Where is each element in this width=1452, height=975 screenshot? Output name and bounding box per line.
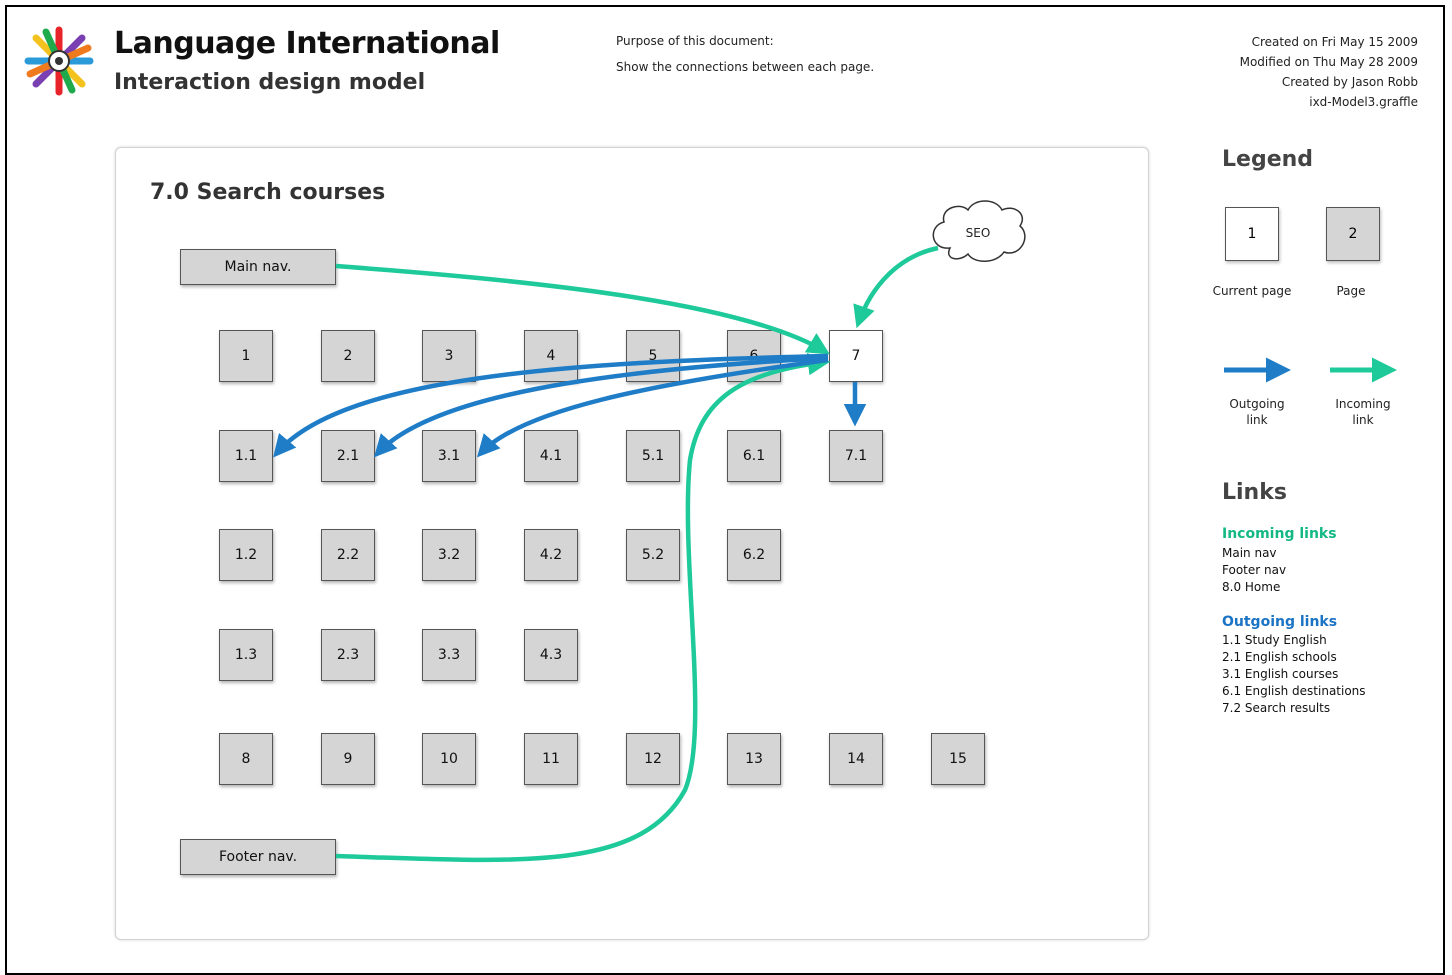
page-node-6-1[interactable]: 6.1 xyxy=(727,430,781,482)
outgoing-links-heading: Outgoing links xyxy=(1222,614,1338,630)
page-node-4-1[interactable]: 4.1 xyxy=(524,430,578,482)
app-subtitle: Interaction design model xyxy=(114,70,426,95)
outgoing-link-item[interactable]: 3.1 English courses xyxy=(1222,667,1339,681)
page-node-13[interactable]: 13 xyxy=(727,733,781,785)
page-node-4-2[interactable]: 4.2 xyxy=(524,529,578,581)
seo-label: SEO xyxy=(965,226,991,240)
page-node-15[interactable]: 15 xyxy=(931,733,985,785)
incoming-links-heading: Incoming links xyxy=(1222,526,1337,542)
page-node-3-1[interactable]: 3.1 xyxy=(422,430,476,482)
page-node-6-2[interactable]: 6.2 xyxy=(727,529,781,581)
legend-current-box: 1 xyxy=(1225,207,1279,261)
legend-current-caption: Current page xyxy=(1212,284,1292,298)
purpose-text: Show the connections between each page. xyxy=(616,60,875,74)
legend-incoming-caption: Incoming link xyxy=(1335,397,1391,427)
incoming-link-item[interactable]: 8.0 Home xyxy=(1222,580,1281,594)
meta-modified: Modified on Thu May 28 2009 xyxy=(1239,55,1418,69)
page-node-11[interactable]: 11 xyxy=(524,733,578,785)
page-node-5[interactable]: 5 xyxy=(626,330,680,382)
document-meta: Created on Fri May 15 2009 Modified on T… xyxy=(1118,32,1418,112)
main-nav-box[interactable]: Main nav. xyxy=(180,249,336,285)
legend-outgoing-caption: Outgoing link xyxy=(1229,397,1285,427)
outgoing-link-item[interactable]: 6.1 English destinations xyxy=(1222,684,1366,698)
diagram-title: 7.0 Search courses xyxy=(150,180,386,205)
links-title: Links xyxy=(1222,480,1287,505)
page-node-3-2[interactable]: 3.2 xyxy=(422,529,476,581)
page-node-8[interactable]: 8 xyxy=(219,733,273,785)
page-node-14[interactable]: 14 xyxy=(829,733,883,785)
outgoing-link-item[interactable]: 7.2 Search results xyxy=(1222,701,1331,715)
legend-title: Legend xyxy=(1222,147,1314,172)
page-node-10[interactable]: 10 xyxy=(422,733,476,785)
page-node-3-3[interactable]: 3.3 xyxy=(422,629,476,681)
legend-page-caption: Page xyxy=(1336,284,1366,298)
meta-author: Created by Jason Robb xyxy=(1281,75,1418,89)
page-node-4-3[interactable]: 4.3 xyxy=(524,629,578,681)
page-node-2-1[interactable]: 2.1 xyxy=(321,430,375,482)
page-node-3[interactable]: 3 xyxy=(422,330,476,382)
page-node-2-2[interactable]: 2.2 xyxy=(321,529,375,581)
legend-page-box: 2 xyxy=(1326,207,1380,261)
outgoing-link-item[interactable]: 2.1 English schools xyxy=(1222,650,1337,664)
page-node-1-1[interactable]: 1.1 xyxy=(219,430,273,482)
incoming-links-list: Main nav Footer nav 8.0 Home xyxy=(1222,545,1286,596)
page-node-12[interactable]: 12 xyxy=(626,733,680,785)
purpose-label: Purpose of this document: xyxy=(616,34,774,48)
page-node-5-1[interactable]: 5.1 xyxy=(626,430,680,482)
incoming-link-item[interactable]: Footer nav xyxy=(1222,563,1287,577)
incoming-link-item[interactable]: Main nav xyxy=(1222,546,1277,560)
outgoing-links-list: 1.1 Study English 2.1 English schools 3.… xyxy=(1222,632,1366,717)
logo-icon xyxy=(24,26,94,96)
meta-filename: ixd-Model3.graffle xyxy=(1309,95,1418,109)
outgoing-link-item[interactable]: 1.1 Study English xyxy=(1222,633,1327,647)
page-node-2-3[interactable]: 2.3 xyxy=(321,629,375,681)
page-node-7-1[interactable]: 7.1 xyxy=(829,430,883,482)
page-node-9[interactable]: 9 xyxy=(321,733,375,785)
page-node-1[interactable]: 1 xyxy=(219,330,273,382)
page-node-5-2[interactable]: 5.2 xyxy=(626,529,680,581)
meta-created: Created on Fri May 15 2009 xyxy=(1251,35,1418,49)
page-node-4[interactable]: 4 xyxy=(524,330,578,382)
page-node-1-3[interactable]: 1.3 xyxy=(219,629,273,681)
footer-nav-box[interactable]: Footer nav. xyxy=(180,839,336,875)
current-page-node-7[interactable]: 7 xyxy=(829,330,883,382)
app-title: Language International xyxy=(114,26,500,61)
page-node-2[interactable]: 2 xyxy=(321,330,375,382)
page-node-6[interactable]: 6 xyxy=(727,330,781,382)
page-node-1-2[interactable]: 1.2 xyxy=(219,529,273,581)
